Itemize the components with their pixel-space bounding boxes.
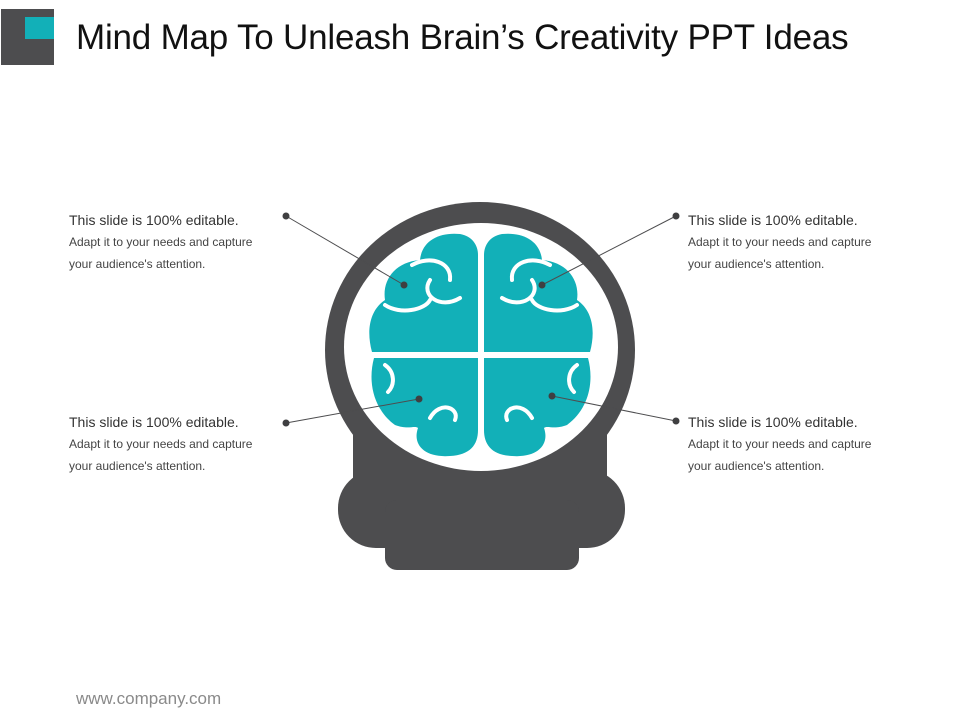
- connector-dots: [282, 212, 680, 427]
- callout-heading: This slide is 100% editable.: [69, 414, 239, 430]
- callout-bottom-right: This slide is 100% editable. Adapt it to…: [688, 413, 918, 477]
- callout-body: Adapt it to your needs and capture your …: [688, 437, 872, 473]
- callout-bottom-left: This slide is 100% editable. Adapt it to…: [69, 413, 299, 477]
- callout-body: Adapt it to your needs and capture your …: [688, 235, 872, 271]
- callout-body: Adapt it to your needs and capture your …: [69, 235, 253, 271]
- page-title: Mind Map To Unleash Brain’s Creativity P…: [76, 18, 849, 57]
- callout-heading: This slide is 100% editable.: [688, 212, 858, 228]
- brain-icon: [369, 233, 593, 457]
- callout-heading: This slide is 100% editable.: [688, 414, 858, 430]
- footer-url: www.company.com: [76, 689, 222, 708]
- callout-heading: This slide is 100% editable.: [69, 212, 239, 228]
- connector-lines: [285, 215, 677, 424]
- logo-accent: [25, 17, 54, 39]
- callout-top-left: This slide is 100% editable. Adapt it to…: [69, 211, 299, 275]
- callout-body: Adapt it to your needs and capture your …: [69, 437, 253, 473]
- callout-top-right: This slide is 100% editable. Adapt it to…: [688, 211, 918, 275]
